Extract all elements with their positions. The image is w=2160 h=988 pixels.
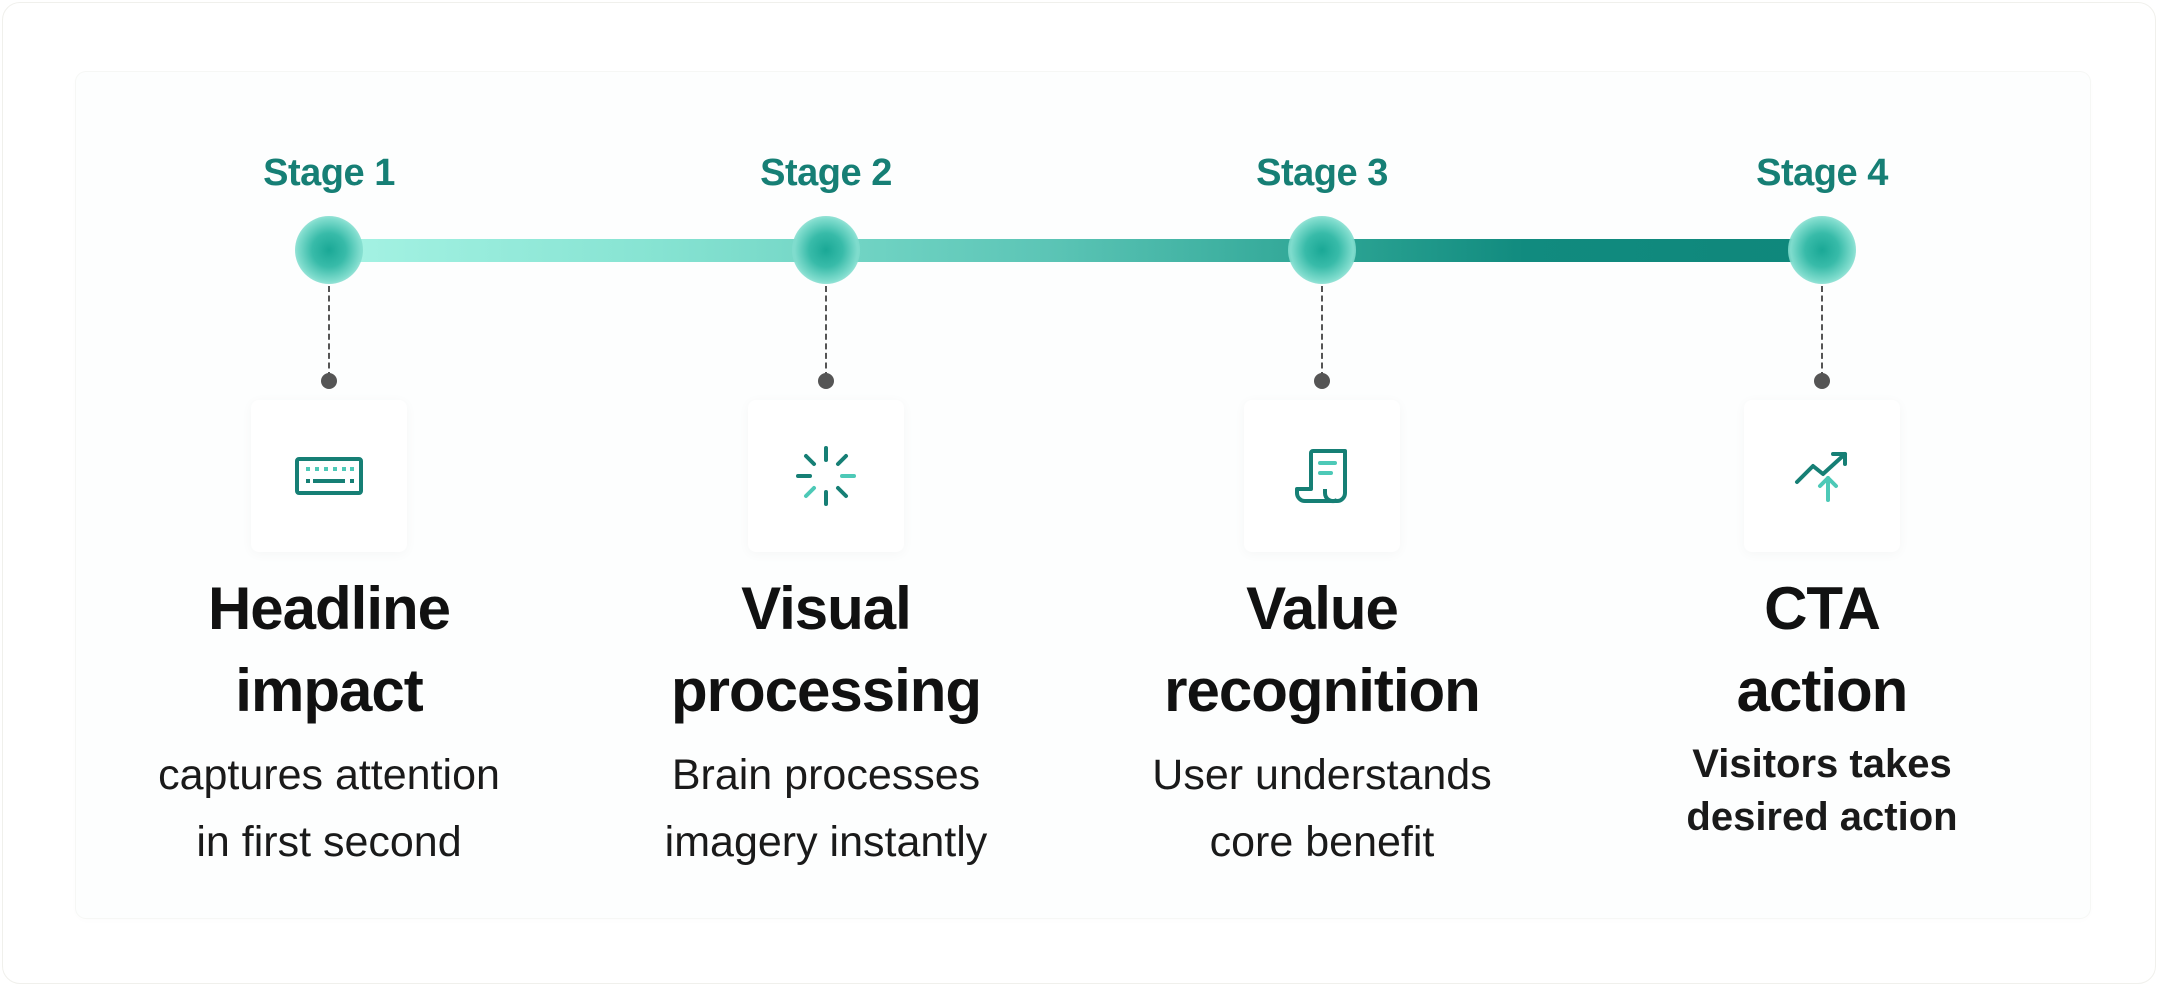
stage-title: Value recognition	[1164, 575, 1481, 724]
stage-title: Headline impact	[207, 575, 451, 724]
connector-dot	[321, 373, 337, 389]
timeline-node	[1288, 216, 1356, 284]
stage-label: Stage 1	[263, 152, 395, 194]
stage-label: Stage 2	[760, 152, 892, 194]
timeline-node	[1788, 216, 1856, 284]
icon-card	[251, 400, 407, 552]
stage-4: Stage 4 CTA action Visitors takes desire…	[1572, 0, 2072, 988]
icon-card	[1744, 400, 1900, 552]
timeline-node	[295, 216, 363, 284]
timeline-track	[330, 239, 1822, 262]
dashed-connector	[1321, 286, 1323, 378]
stage-label: Stage 3	[1256, 152, 1388, 194]
stage-title: Visual processing	[670, 575, 982, 724]
keyboard-icon	[295, 457, 363, 495]
stage-description: Visitors takes desired action	[1686, 742, 1958, 839]
timeline-node	[792, 216, 860, 284]
connector-dot	[818, 373, 834, 389]
stage-2: Stage 2 Visual processing Brain processe…	[576, 0, 1076, 988]
stage-description: Brain processes imagery instantly	[664, 751, 988, 866]
connector-dot	[1814, 373, 1830, 389]
connector-dot	[1314, 373, 1330, 389]
dashed-connector	[825, 286, 827, 378]
icon-card	[748, 400, 904, 552]
stage-1: Stage 1 Headline impact captures attenti…	[79, 0, 579, 988]
stage-description: captures attention in first second	[158, 751, 500, 866]
stage-description: User understands core benefit	[1152, 751, 1492, 866]
stage-title: CTA action	[1736, 575, 1909, 724]
trend-up-icon	[1795, 452, 1847, 502]
icon-card	[1244, 400, 1400, 552]
scroll-icon	[1295, 449, 1347, 504]
dashed-connector	[1821, 286, 1823, 378]
dashed-connector	[328, 286, 330, 378]
loader-icon	[796, 446, 856, 506]
stage-3: Stage 3 Value recognition User understan…	[1072, 0, 1572, 988]
stage-label: Stage 4	[1756, 152, 1888, 194]
